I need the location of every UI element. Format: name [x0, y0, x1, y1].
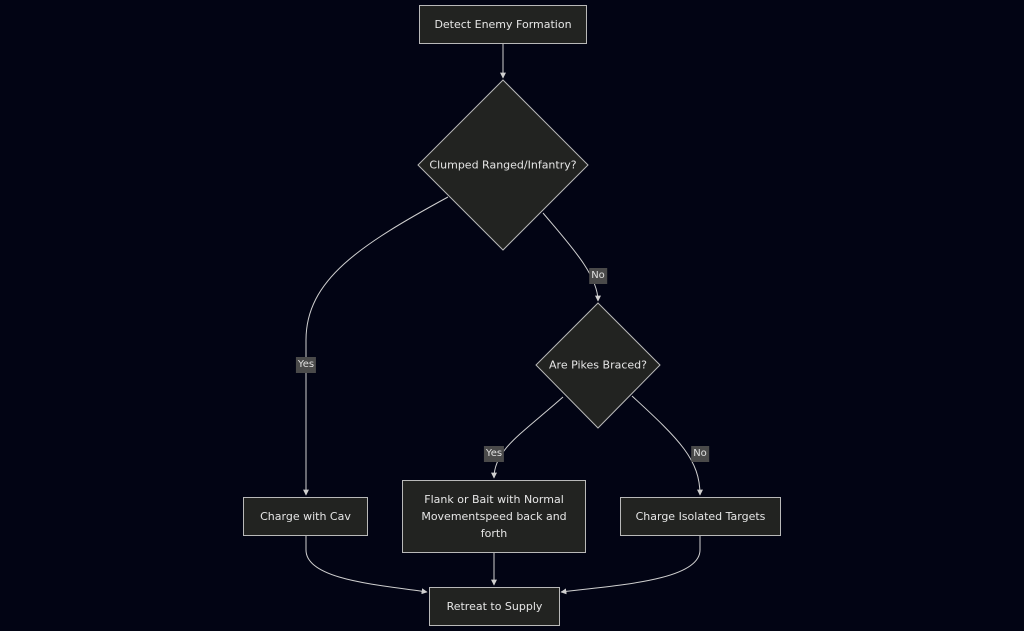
edge-pikes-yes: [491, 396, 564, 479]
node-label: Charge with Cav: [260, 510, 351, 523]
edge-clumped-yes: [303, 196, 449, 496]
edge-cav-to-retreat: [305, 536, 428, 595]
edge-pikes-no: [631, 395, 703, 496]
edge-label-clumped-no: No: [589, 268, 607, 284]
node-flank-or-bait: Flank or Bait with Normal Movementspeed …: [402, 480, 586, 553]
node-label: Retreat to Supply: [446, 600, 543, 613]
edge-label-clumped-yes: Yes: [295, 357, 317, 373]
decision-pikes-label: Are Pikes Braced?: [549, 358, 647, 372]
node-label: Detect Enemy Formation: [434, 18, 572, 31]
node-charge-with-cav: Charge with Cav: [243, 497, 368, 536]
node-label: Flank or Bait with Normal Movementspeed …: [421, 493, 567, 540]
edge-label-pikes-no: No: [691, 446, 709, 462]
node-charge-isolated-targets: Charge Isolated Targets: [620, 497, 781, 536]
edge-label-pikes-yes: Yes: [483, 446, 505, 462]
decision-pikes-shape: [535, 302, 661, 429]
node-detect-enemy-formation: Detect Enemy Formation: [419, 5, 587, 44]
node-label: Charge Isolated Targets: [635, 510, 766, 523]
decision-clumped-label: Clumped Ranged/Infantry?: [429, 158, 577, 172]
edge-isolated-to-retreat: [560, 536, 701, 595]
node-retreat-to-supply: Retreat to Supply: [429, 587, 560, 626]
edge-clumped-no: [542, 212, 601, 302]
decision-clumped-shape: [417, 79, 589, 251]
